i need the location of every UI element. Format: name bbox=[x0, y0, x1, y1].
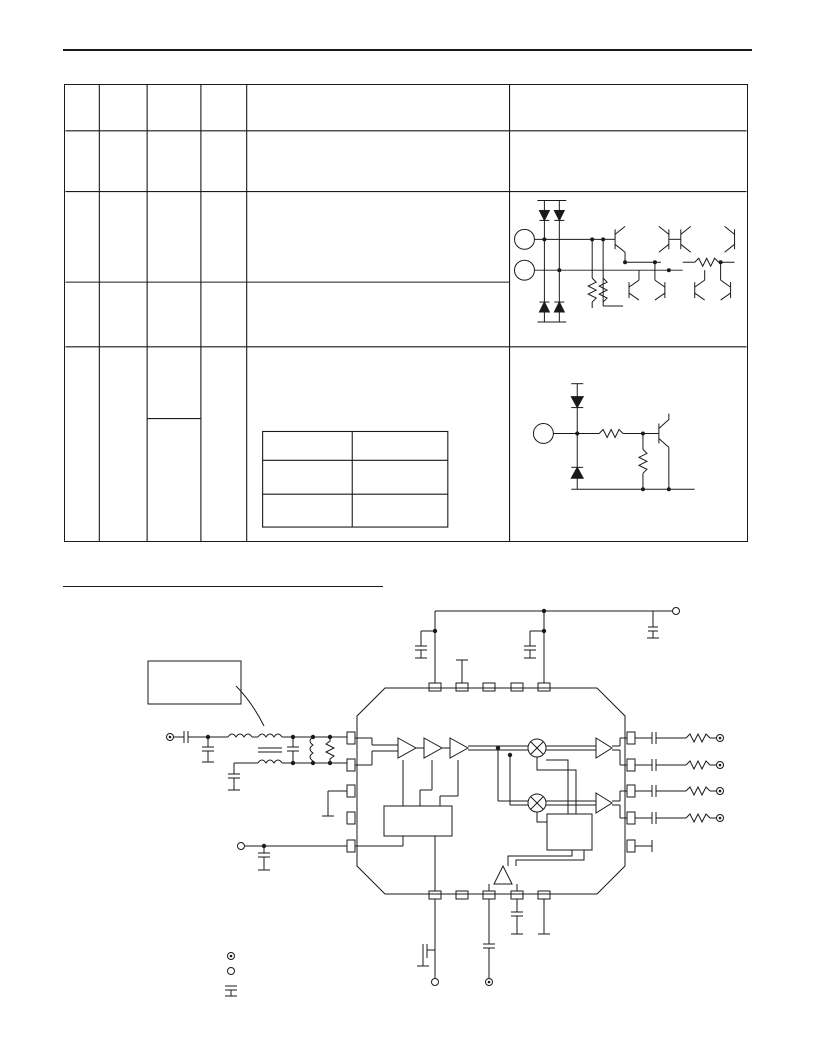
lna-3 bbox=[449, 737, 470, 759]
inner-table bbox=[262, 430, 449, 528]
lo-buffer bbox=[493, 864, 513, 885]
callout-box bbox=[147, 660, 242, 705]
lna-2 bbox=[423, 737, 444, 759]
if-amp-q bbox=[595, 792, 613, 814]
schematic-junctions bbox=[168, 608, 722, 984]
phase-shifter bbox=[546, 813, 593, 851]
agc-block bbox=[383, 805, 453, 837]
equivalent-circuit-differential bbox=[514, 199, 736, 323]
ic-body bbox=[356, 687, 626, 895]
if-amp-i bbox=[595, 737, 613, 759]
equivalent-circuit-single bbox=[532, 383, 695, 490]
lna-1 bbox=[397, 737, 418, 759]
application-circuit bbox=[147, 607, 724, 997]
header-rule bbox=[63, 49, 752, 51]
section-title-rule bbox=[63, 586, 383, 587]
circuit-junctions bbox=[542, 237, 723, 273]
pin-function-table bbox=[64, 84, 748, 542]
